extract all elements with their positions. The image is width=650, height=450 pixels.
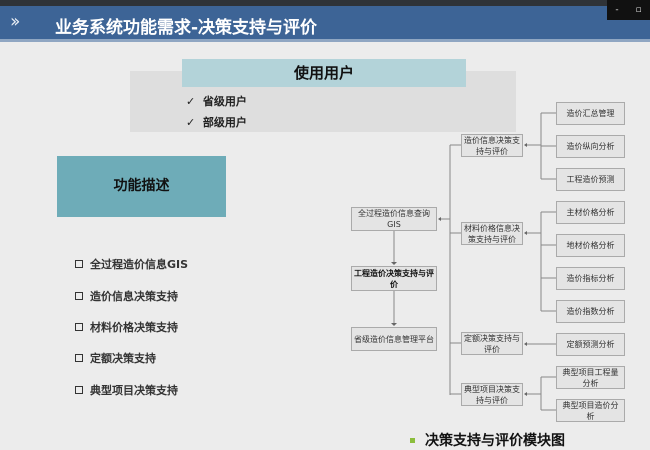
caption-text: 决策支持与评价模块图 [425, 433, 565, 449]
diagram-node-leaf: 定额预测分析 [556, 333, 625, 356]
minimize-button[interactable]: - [615, 5, 619, 15]
diagram-node-leaf: 典型项目工程量分析 [556, 366, 625, 389]
diagram-caption: 决策支持与评价模块图 [410, 430, 565, 450]
top-strip [0, 0, 650, 6]
user-item: ✓ 部级用户 [186, 114, 247, 130]
function-item: 造价信息决策支持 [75, 288, 178, 304]
square-bullet-icon [75, 260, 83, 268]
square-bullet-icon [75, 354, 83, 362]
window-controls: - ▫ [607, 0, 650, 20]
double-chevron-icon: ›› [10, 11, 21, 32]
function-label: 造价信息决策支持 [90, 290, 178, 303]
diagram-node-leaf: 造价指标分析 [556, 267, 625, 290]
bullet-icon [410, 437, 415, 443]
diagram-node-platform: 省级造价信息管理平台 [351, 327, 437, 351]
square-bullet-icon [75, 323, 83, 331]
function-item: 典型项目决策支持 [75, 382, 178, 398]
diagram-node-mid: 造价信息决策支持与评价 [461, 134, 523, 157]
square-bullet-icon [75, 292, 83, 300]
check-icon: ✓ [186, 116, 196, 129]
function-item: 定额决策支持 [75, 350, 156, 366]
diagram-node-leaf: 造价纵向分析 [556, 135, 625, 158]
slide-title: 业务系统功能需求-决策支持与评价 [55, 18, 318, 38]
function-label: 全过程造价信息GIS [90, 258, 189, 271]
users-title: 使用用户 [182, 59, 466, 87]
diagram-node-leaf: 工程造价预测 [556, 168, 625, 191]
diagram-node-leaf: 典型项目造价分析 [556, 399, 625, 422]
diagram-node-leaf: 造价指数分析 [556, 300, 625, 323]
diagram-node-mid: 材料价格信息决策支持与评价 [461, 222, 523, 245]
diagram-node-mid: 定额决策支持与评价 [461, 332, 523, 355]
function-title: 功能描述 [57, 156, 226, 217]
function-item: 材料价格决策支持 [75, 319, 178, 335]
diagram-node-leaf: 主材价格分析 [556, 201, 625, 224]
check-icon: ✓ [186, 95, 196, 108]
slide-header [0, 6, 650, 42]
user-label: 省级用户 [202, 95, 247, 108]
user-item: ✓ 省级用户 [186, 93, 247, 109]
diagram-node-gis: 全过程造价信息查询GIS [351, 207, 437, 231]
square-bullet-icon [75, 386, 83, 394]
function-item: 全过程造价信息GIS [75, 256, 188, 272]
restore-button[interactable]: ▫ [635, 5, 642, 15]
function-label: 材料价格决策支持 [90, 321, 178, 334]
diagram-node-leaf: 地材价格分析 [556, 234, 625, 257]
function-label: 定额决策支持 [90, 352, 156, 365]
diagram-node-leaf: 造价汇总管理 [556, 102, 625, 125]
diagram-node-core: 工程造价决策支持与评价 [351, 266, 437, 291]
function-label: 典型项目决策支持 [90, 384, 178, 397]
diagram-node-mid: 典型项目决策支持与评价 [461, 383, 523, 406]
user-label: 部级用户 [202, 116, 247, 129]
